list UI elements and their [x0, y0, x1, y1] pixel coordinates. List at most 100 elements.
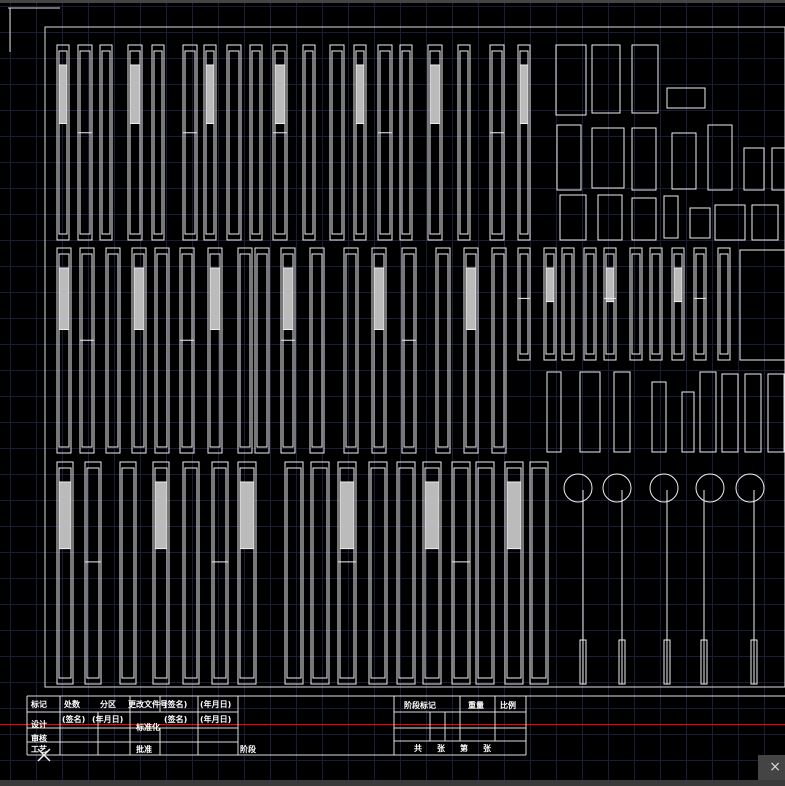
lamp-globe — [695, 473, 725, 503]
pillar-texture — [58, 481, 72, 550]
tb-no: 第 — [460, 743, 468, 753]
pillar-outline — [649, 247, 663, 361]
pillar-outline — [396, 461, 416, 685]
bollard-outline — [579, 371, 601, 453]
pillar-outline — [353, 44, 367, 241]
pillar-outline — [237, 461, 257, 685]
crosshair-line — [0, 724, 785, 725]
fixture-outline — [743, 147, 765, 191]
tb-count: 处数 — [63, 699, 81, 709]
pillar-inner — [86, 467, 100, 679]
pillar-outline — [237, 247, 253, 454]
pillar-texture — [673, 267, 683, 303]
pillar-outline — [99, 44, 113, 241]
pillar-outline — [56, 44, 70, 241]
lamp-base — [663, 639, 671, 685]
pillar-texture — [129, 64, 141, 124]
pillar-outline — [152, 461, 170, 685]
pillar-outline — [309, 247, 325, 454]
close-button[interactable]: × — [758, 755, 785, 780]
pillar-texture — [519, 64, 529, 124]
pillar-texture — [239, 481, 255, 550]
pillar-outline — [79, 247, 95, 454]
pillar-texture — [274, 64, 286, 124]
pillar-inner — [370, 467, 386, 679]
pillar-inner — [107, 253, 119, 448]
tb-weight: 重量 — [468, 700, 484, 710]
bollard-outline — [681, 391, 695, 453]
pillar-outline — [489, 44, 505, 241]
pillar-inner — [355, 50, 365, 235]
pillar-outline — [254, 247, 270, 454]
pillar-outline — [182, 44, 198, 241]
ucs-cross-icon — [37, 748, 51, 762]
pillar-outline — [603, 247, 617, 361]
pillar-inner — [239, 253, 251, 448]
tb-phase: 阶段 — [240, 744, 256, 754]
fixture-outline — [631, 44, 659, 114]
pillar-outline — [105, 247, 121, 454]
pillar-inner — [251, 50, 261, 235]
pillar-outline — [127, 44, 143, 241]
pillar-inner — [453, 467, 469, 679]
pillar-inner — [429, 50, 441, 235]
status-bar — [0, 780, 785, 786]
pillar-inner — [373, 253, 385, 448]
pillar-texture — [424, 481, 440, 550]
pillar-inner — [58, 467, 72, 679]
pillar-inner — [154, 467, 168, 679]
fixture-outline — [631, 197, 657, 241]
pillar-inner — [424, 467, 440, 679]
pillar-outline — [302, 44, 316, 241]
pillar-texture — [58, 267, 70, 330]
pillar-inner — [184, 467, 198, 679]
pillar-outline — [491, 247, 507, 454]
pillar-inner — [213, 467, 227, 679]
tb-sheets: 张 — [437, 744, 446, 753]
pillar-inner — [312, 467, 328, 679]
gate-panel — [739, 249, 785, 361]
pillar-outline — [517, 247, 531, 361]
pillar-texture — [506, 481, 522, 550]
pillar-inner — [585, 253, 595, 355]
fixture-outline — [556, 124, 582, 191]
pillar-inner — [519, 253, 529, 355]
pillar-texture — [154, 481, 168, 550]
tb-review: 审核 — [31, 733, 47, 743]
pillar-inner — [459, 50, 469, 235]
pillar-outline — [629, 247, 643, 361]
pillar-outline — [377, 44, 393, 241]
tb-standard: 标准化 — [135, 722, 160, 732]
lamp-base — [750, 639, 758, 685]
fixture-outline — [714, 204, 746, 241]
pillar-inner — [129, 50, 141, 235]
pillar-inner — [311, 253, 323, 448]
pillar-outline — [368, 461, 388, 685]
fixture-outline — [689, 207, 711, 239]
pillar-inner — [519, 50, 529, 235]
pillar-outline — [249, 44, 263, 241]
pillar-outline — [422, 461, 442, 685]
pillar-inner — [719, 253, 729, 355]
pillar-inner — [184, 50, 196, 235]
pillar-inner — [133, 253, 145, 448]
tb-total: 共 — [414, 743, 422, 753]
pillar-inner — [563, 253, 573, 355]
lamp-globe — [735, 473, 765, 503]
pillar-inner — [605, 253, 615, 355]
pillar-outline — [329, 44, 345, 241]
pillar-outline — [671, 247, 685, 361]
lamp-globe — [649, 473, 679, 503]
fixture-outline — [597, 194, 623, 241]
tb-design-date: (年月日) — [92, 714, 123, 724]
fixture-outline — [591, 127, 625, 189]
pillar-inner — [331, 50, 343, 235]
pillar-inner — [79, 50, 91, 235]
pillar-inner — [101, 50, 111, 235]
pillar-inner — [398, 467, 414, 679]
pillar-outline — [272, 44, 288, 241]
pillar-inner — [491, 50, 503, 235]
pillar-outline — [529, 461, 549, 685]
